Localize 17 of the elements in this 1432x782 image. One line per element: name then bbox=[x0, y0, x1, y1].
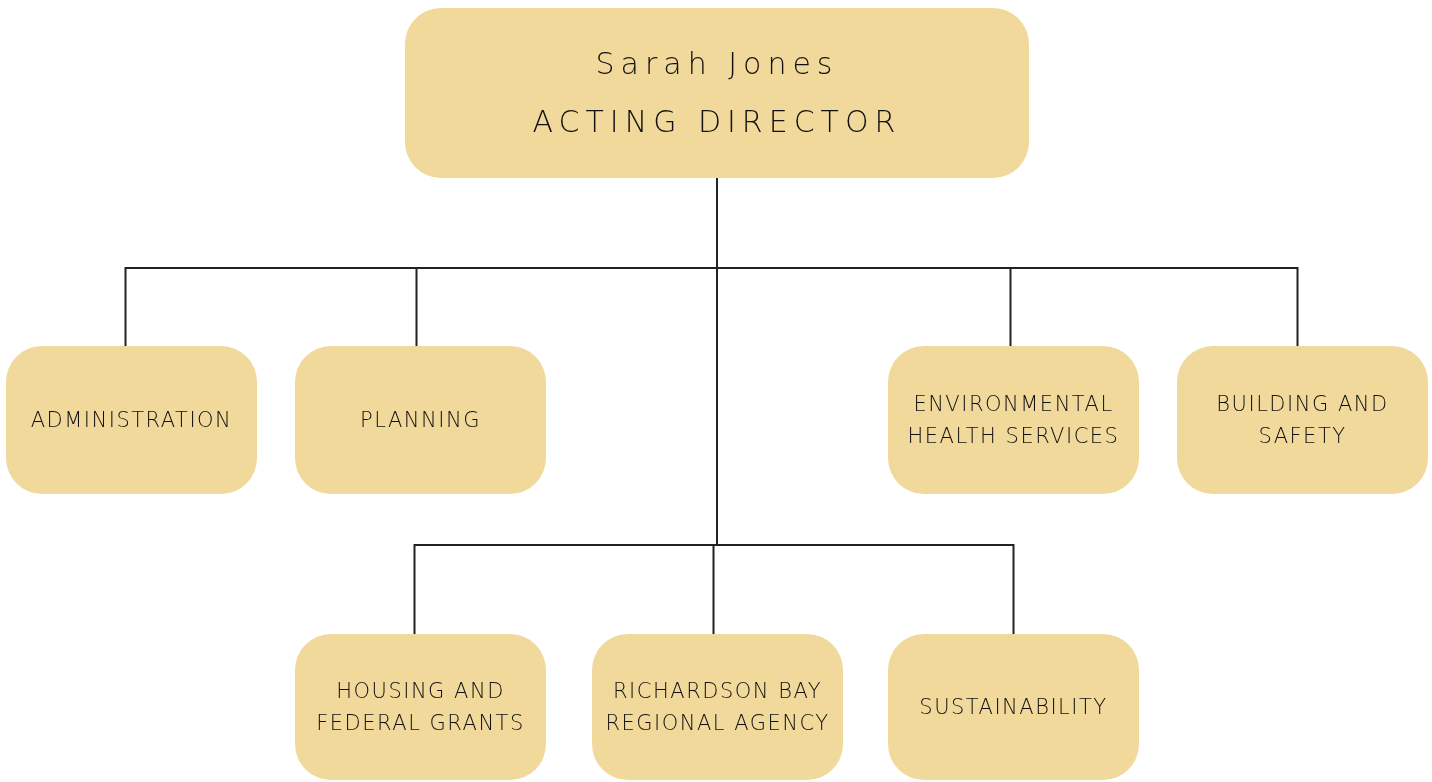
org-box bbox=[6, 346, 257, 494]
department-name: ENVIRONMENTAL HEALTH SERVICES bbox=[906, 391, 1121, 450]
org-box bbox=[295, 346, 546, 494]
org-box bbox=[888, 346, 1139, 494]
department-name: HOUSING AND FEDERAL GRANTS bbox=[315, 678, 526, 737]
org-box bbox=[405, 8, 1029, 178]
org-box bbox=[592, 634, 843, 780]
department-name: BUILDING AND SAFETY bbox=[1215, 391, 1390, 450]
department-name: PLANNING bbox=[360, 407, 481, 434]
person-name: Sarah Jones bbox=[595, 45, 839, 83]
department-name: RICHARDSON BAY REGIONAL AGENCY bbox=[604, 678, 831, 737]
org-box bbox=[295, 634, 546, 780]
department-name: SUSTAINABILITY bbox=[919, 694, 1108, 721]
department-name: ADMINISTRATION bbox=[30, 407, 233, 434]
org-box bbox=[1177, 346, 1428, 494]
org-box bbox=[888, 634, 1139, 780]
role-title: ACTING DIRECTOR bbox=[532, 103, 902, 141]
